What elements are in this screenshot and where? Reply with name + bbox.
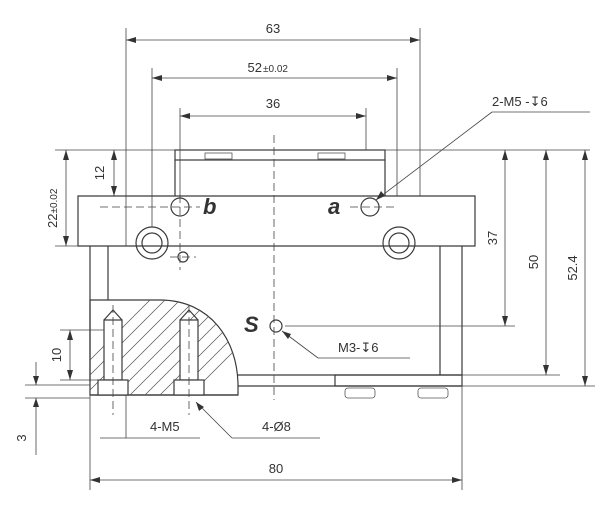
point-labels: b a S bbox=[203, 194, 340, 337]
counterbore-left-inner bbox=[141, 232, 163, 254]
point-b: b bbox=[203, 194, 216, 219]
callout-4-dia8: 4-Ø8 bbox=[262, 419, 291, 434]
hole-s bbox=[269, 319, 283, 333]
callout-m3: M3-↧6 bbox=[338, 340, 379, 355]
callout-2-m5: 2-M5 -↧6 bbox=[492, 94, 548, 109]
dim-52-4: 52.4 bbox=[565, 255, 580, 280]
dim-52: 52 bbox=[248, 60, 262, 75]
dim-3: 3 bbox=[14, 434, 29, 441]
dimension-labels: 63 52 ±0.02 36 80 12 22±0.02 37 50 52.4 … bbox=[14, 21, 580, 476]
counterbore-right-inner bbox=[388, 232, 410, 254]
counterbore-right-outer bbox=[382, 226, 416, 260]
center-lines bbox=[100, 135, 395, 415]
part-outline bbox=[77, 149, 476, 399]
counterbore-left-outer bbox=[135, 226, 169, 260]
dim-22: 22±0.02 bbox=[45, 188, 60, 228]
dim-80: 80 bbox=[269, 461, 283, 476]
callout-labels: 2-M5 -↧6 M3-↧6 4-M5 4-Ø8 bbox=[150, 94, 548, 434]
callout-4-m5: 4-M5 bbox=[150, 419, 180, 434]
dim-12: 12 bbox=[92, 166, 107, 180]
dim-37: 37 bbox=[485, 231, 500, 245]
dim-10: 10 bbox=[49, 348, 64, 362]
extension-lines bbox=[25, 28, 595, 490]
dimension-lines bbox=[33, 37, 588, 483]
leader-lines bbox=[100, 111, 590, 439]
dim-36: 36 bbox=[266, 96, 280, 111]
point-s: S bbox=[244, 312, 259, 337]
dim-50: 50 bbox=[526, 255, 541, 269]
dim-52-tol: ±0.02 bbox=[263, 64, 288, 75]
dim-63: 63 bbox=[266, 21, 280, 36]
holes bbox=[135, 197, 416, 333]
point-a: a bbox=[328, 194, 340, 219]
